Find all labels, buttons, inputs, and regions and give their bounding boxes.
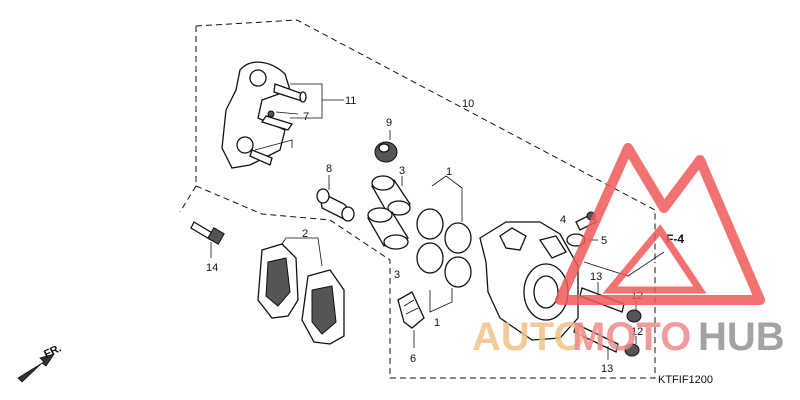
caliper-bracket [221, 61, 307, 169]
diagram-code: KTFIF1200 [658, 374, 713, 386]
direction-label: FR. [42, 342, 63, 360]
callout-7: 7 [303, 111, 309, 123]
callout-3-bottom: 3 [394, 269, 400, 281]
boot-9 [374, 141, 398, 163]
bolt-14 [190, 221, 225, 245]
slide-pin-8 [316, 188, 355, 222]
caliper-body [479, 221, 579, 341]
watermark-word-auto: AUTO [472, 315, 585, 359]
callout-8: 8 [326, 163, 332, 175]
callout-3-top: 3 [399, 165, 405, 177]
watermark-word-moto: MOTO [572, 315, 691, 359]
callout-10: 10 [462, 98, 474, 110]
callout-5: 5 [601, 235, 607, 247]
pistons [367, 175, 411, 250]
pad-spring-6 [397, 291, 425, 329]
callout-9: 9 [386, 117, 392, 129]
front-direction-arrow-icon [17, 353, 55, 383]
callout-12-bottom: 12 [631, 326, 643, 338]
callout-1-bottom: 1 [434, 317, 440, 329]
callout-11: 11 [345, 95, 356, 107]
callout-4: 4 [560, 214, 566, 226]
callout-13-top: 13 [590, 271, 602, 283]
brake-pads [257, 243, 345, 345]
watermark-logo-icon [555, 143, 765, 305]
callout-2: 2 [302, 228, 308, 240]
callout-1-top: 1 [446, 166, 452, 178]
callout-14: 14 [206, 262, 218, 274]
callout-6: 6 [410, 353, 416, 365]
seals [416, 208, 472, 288]
watermark-word-hub: HUB [698, 315, 785, 359]
callout-13-bottom: 13 [601, 363, 613, 375]
